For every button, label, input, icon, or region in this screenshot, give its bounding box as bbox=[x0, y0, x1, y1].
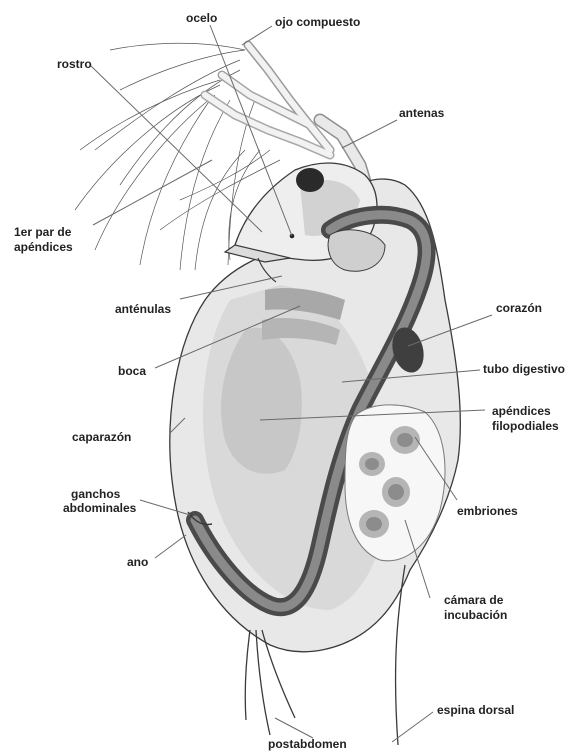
label-1er-par-line1: 1er par de bbox=[14, 225, 72, 239]
label-camara-line2: incubación bbox=[444, 608, 507, 622]
label-ganchos-line1: ganchos bbox=[71, 487, 121, 501]
label-apendices-filo-line2: filopodiales bbox=[492, 419, 559, 433]
label-caparazon: caparazón bbox=[72, 430, 131, 444]
label-embriones: embriones bbox=[457, 504, 518, 518]
label-camara-line1: cámara de bbox=[444, 593, 504, 607]
label-1er-par-line2: apéndices bbox=[14, 240, 73, 254]
label-boca: boca bbox=[118, 364, 146, 378]
label-ano: ano bbox=[127, 555, 148, 569]
label-antenas: antenas bbox=[399, 106, 445, 120]
label-rostro: rostro bbox=[57, 57, 92, 71]
label-espina-dorsal: espina dorsal bbox=[437, 703, 514, 717]
label-ganchos-line2: abdominales bbox=[63, 501, 137, 515]
label-postabdomen: postabdomen bbox=[268, 737, 347, 751]
compound-eye bbox=[296, 168, 324, 192]
label-corazon: corazón bbox=[496, 301, 542, 315]
label-tubo-digestivo: tubo digestivo bbox=[483, 362, 565, 376]
label-apendices-filo-line1: apéndices bbox=[492, 404, 551, 418]
label-ojo-compuesto: ojo compuesto bbox=[275, 15, 360, 29]
label-ocelo: ocelo bbox=[186, 11, 217, 25]
daphnia-illustration bbox=[75, 43, 460, 745]
label-antenulas: anténulas bbox=[115, 302, 171, 316]
